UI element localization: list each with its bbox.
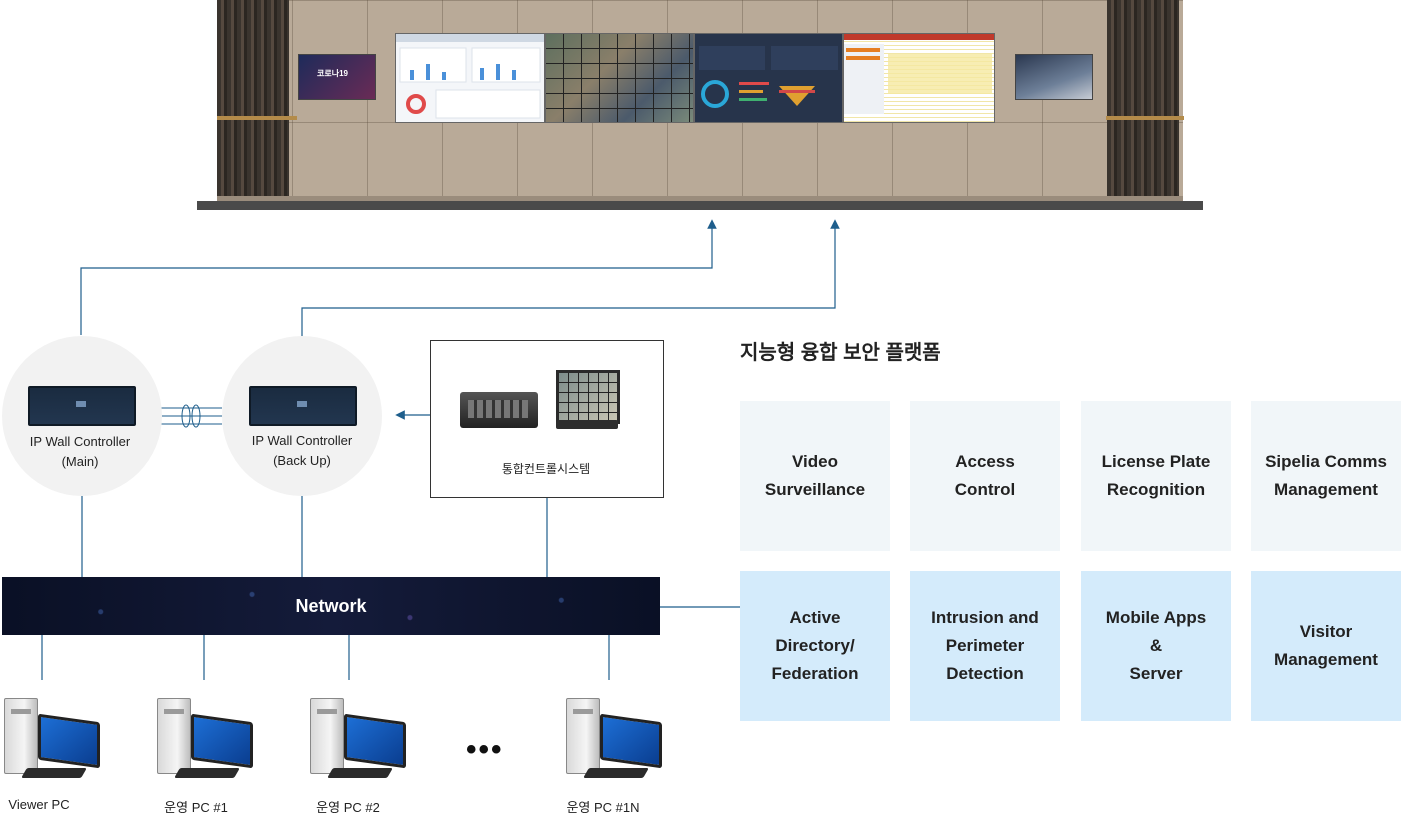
news-screen-text: 코로나19: [317, 69, 348, 78]
main-controller-device-icon: [28, 386, 136, 426]
camera-mosaic-screen: [545, 33, 694, 123]
main-controller-to-wall-line: [80, 219, 717, 335]
cable-bundle-ring-2: [191, 404, 201, 428]
brass-trim-left: [217, 116, 297, 120]
wall-base: [197, 201, 1203, 210]
main-controller-label: IP Wall Controller (Main): [29, 434, 131, 469]
dashboard-screen-graphic: [396, 34, 544, 119]
network-label: Network: [295, 596, 367, 616]
backup-controller-label: IP Wall Controller (Back Up): [251, 433, 353, 468]
wall-pillar-right: [1107, 0, 1179, 196]
more-pcs-ellipsis: •••: [466, 733, 504, 766]
dashboard-screen: [395, 33, 545, 123]
server-icon: [460, 392, 538, 428]
tile-visitor-management: Visitor Management: [1251, 571, 1401, 721]
backup-controller-to-wall-line: [301, 219, 840, 336]
tile-license-plate-recognition: License Plate Recognition: [1081, 401, 1231, 551]
tile-video-surveillance: Video Surveillance: [740, 401, 890, 551]
analytics-screen: [694, 33, 843, 123]
data-table-screen-graphic: [844, 34, 994, 114]
tile-sipelia-comms-management: Sipelia Comms Management: [1251, 401, 1401, 551]
tile-intrusion-perimeter-detection: Intrusion and Perimeter Detection: [910, 571, 1060, 721]
cable-bundle-ring-1: [181, 404, 191, 428]
pc-2-icon: [310, 692, 406, 784]
network-bar: [2, 577, 660, 635]
backup-controller-device-icon: [249, 386, 357, 426]
tile-mobile-apps-server: Mobile Apps & Server: [1081, 571, 1231, 721]
pc-1-icon: [157, 692, 253, 784]
pc-1n-icon: [566, 692, 662, 784]
pc-1n-label: 운영 PC #1N: [566, 800, 640, 815]
news-screen: 코로나19: [298, 54, 376, 100]
tile-access-control: Access Control: [910, 401, 1060, 551]
platform-title: 지능형 융합 보안 플랫폼: [740, 342, 941, 364]
keyboard-icon: [556, 420, 618, 429]
wall-shadow: [217, 196, 1183, 201]
viewer-pc-icon: [4, 692, 100, 784]
pc-1-label: 운영 PC #1: [164, 800, 228, 815]
integrated-control-system-label: 통합컨트롤시스템: [501, 462, 591, 476]
viewer-pc-label: Viewer PC: [8, 797, 70, 812]
wall-pillar-left: [217, 0, 289, 196]
analytics-screen-graphic: [699, 46, 838, 108]
monitor-icon: [556, 370, 620, 424]
pc-2-label: 운영 PC #2: [316, 800, 380, 815]
tile-active-directory-federation: Active Directory/ Federation: [740, 571, 890, 721]
data-table-screen: [843, 33, 995, 123]
tv-screen: [1015, 54, 1093, 100]
brass-trim-right: [1106, 116, 1184, 120]
